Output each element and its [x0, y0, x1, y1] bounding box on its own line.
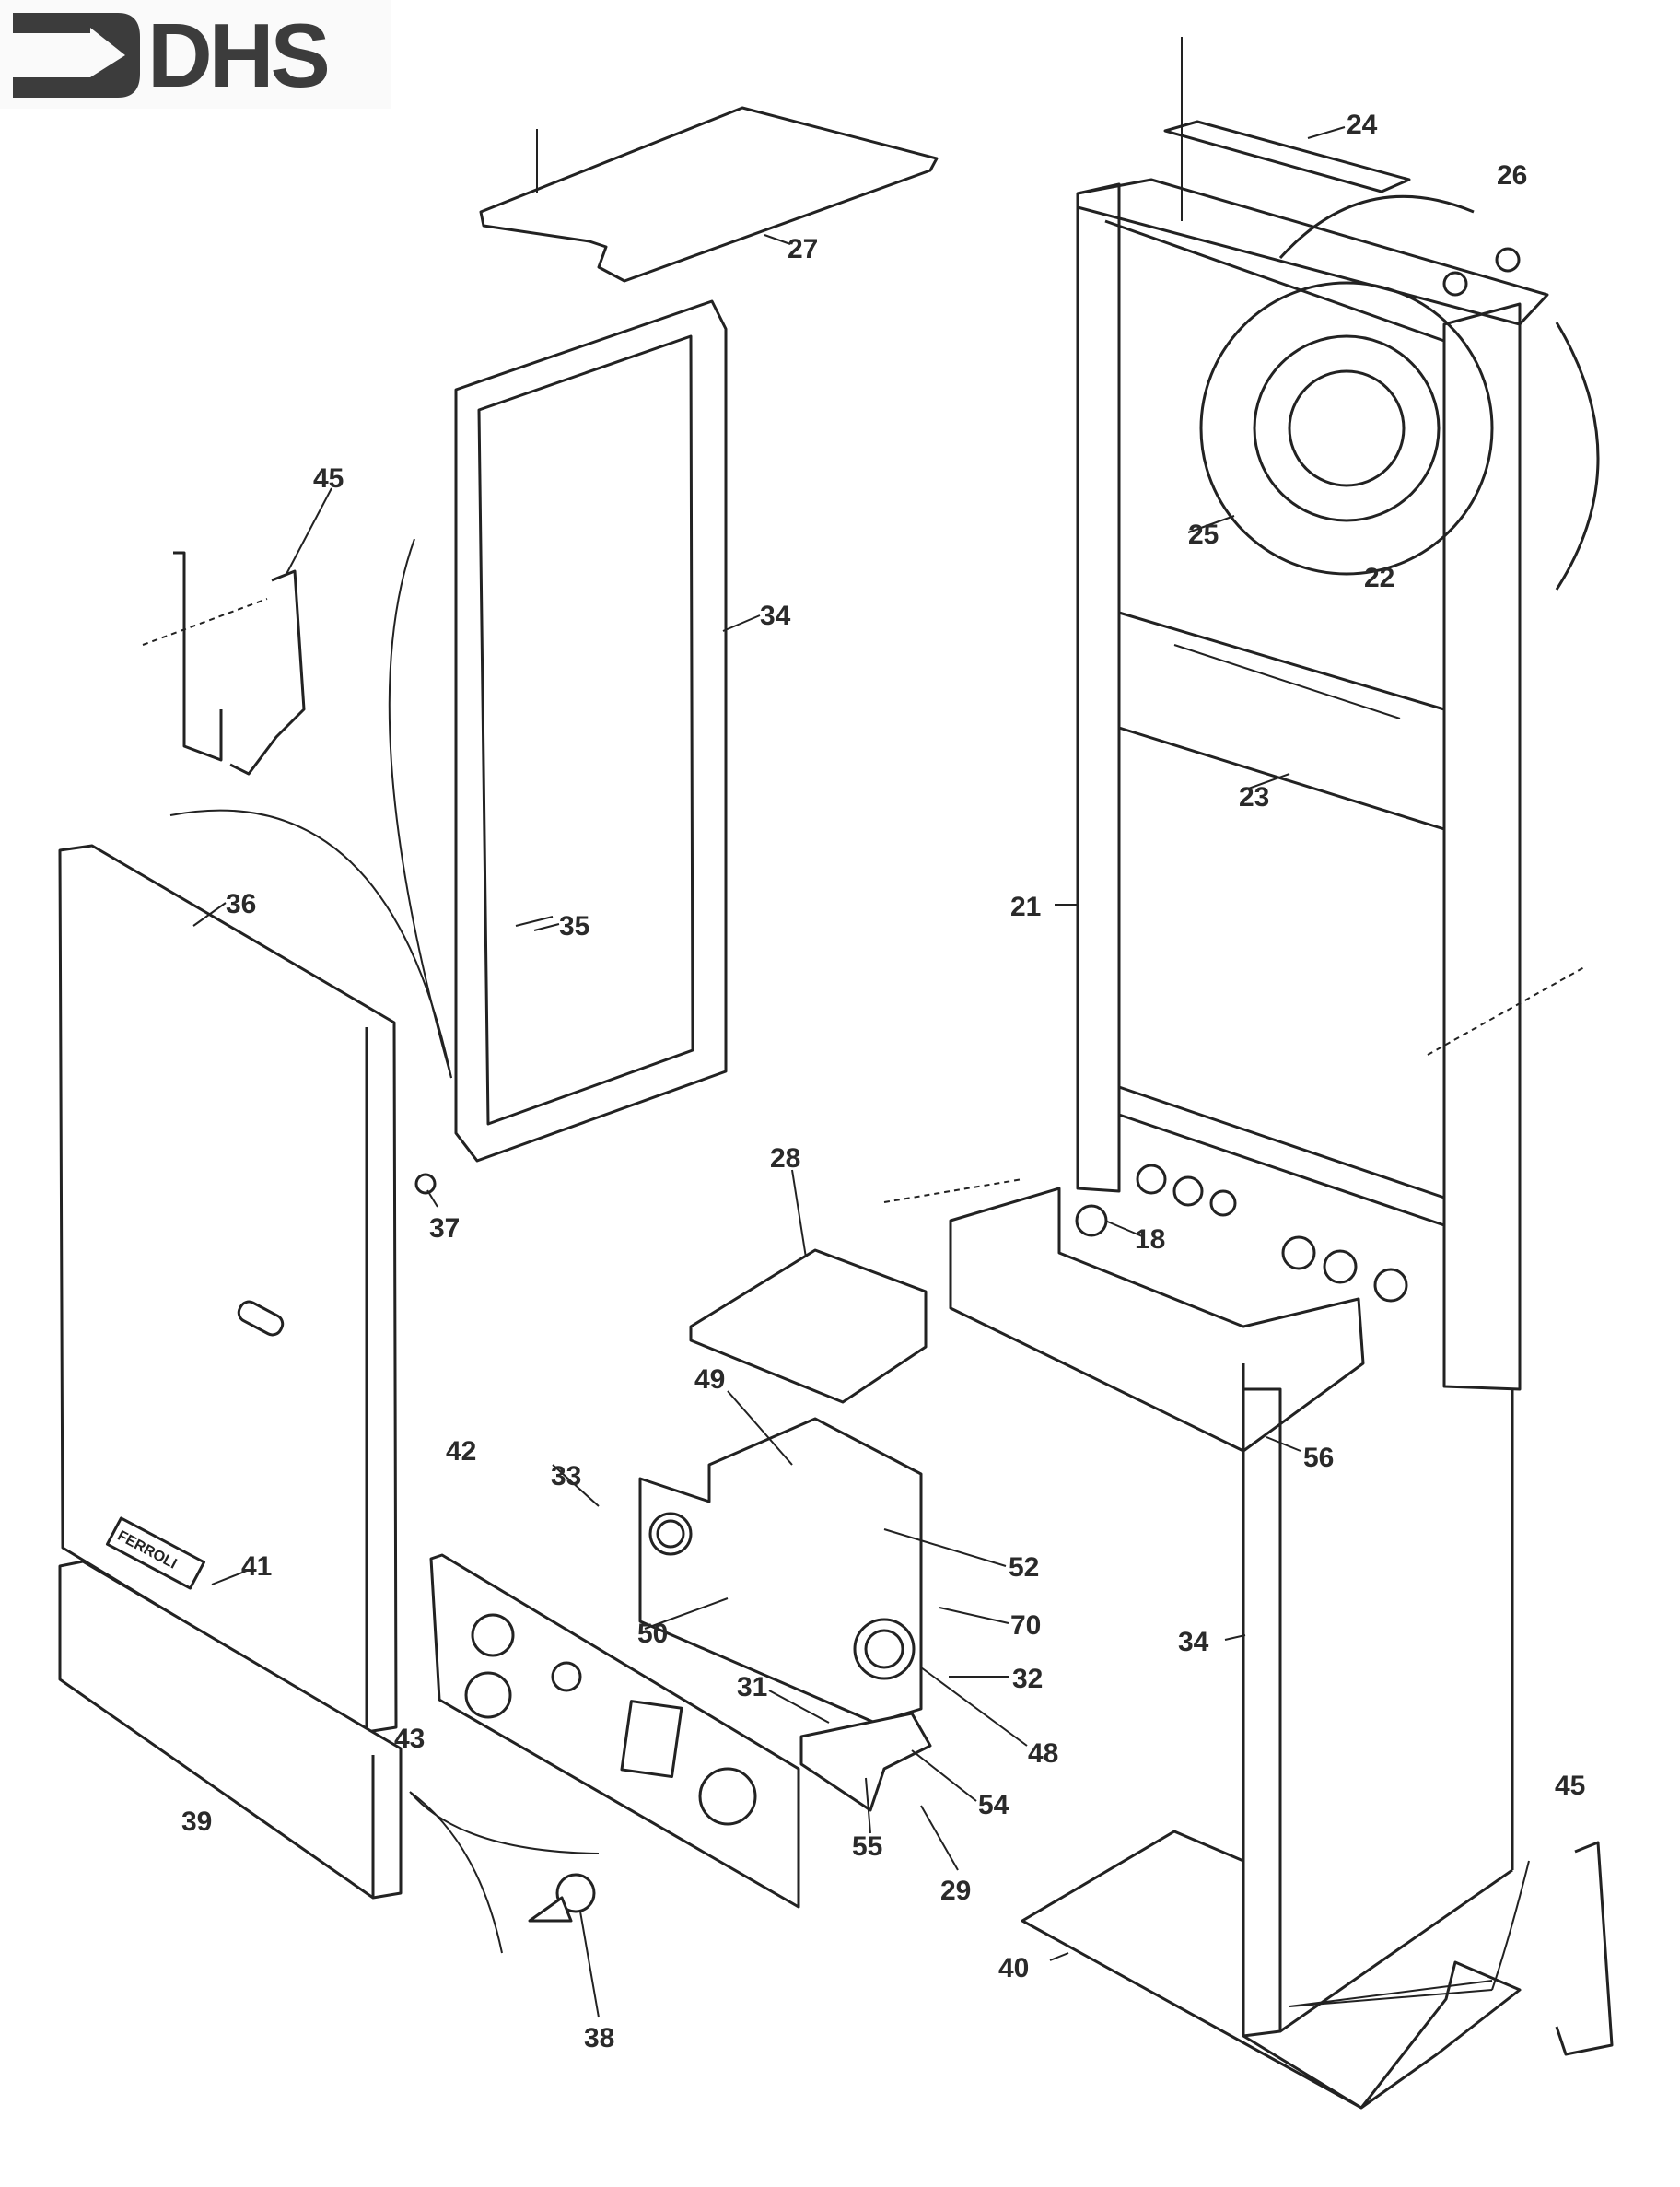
fan-plate	[1163, 120, 1411, 193]
callout-25: 25	[1188, 520, 1219, 550]
main-frame	[1076, 178, 1585, 1391]
callout-52: 52	[1009, 1552, 1039, 1583]
callout-50: 50	[637, 1619, 668, 1649]
callout-32: 32	[1012, 1664, 1043, 1694]
bottom-strip	[58, 1560, 402, 1900]
callout-23: 23	[1239, 782, 1269, 813]
callout-37: 37	[429, 1213, 460, 1244]
callout-18: 18	[1135, 1224, 1165, 1255]
callout-22: 22	[1364, 563, 1394, 593]
top-plate	[479, 106, 939, 283]
callout-34-lower: 34	[1178, 1627, 1209, 1657]
side-panel-lower	[1242, 1387, 1514, 2038]
screw-37	[414, 1173, 437, 1195]
lower-bracket	[883, 1178, 1365, 1453]
side-panel-upper	[454, 299, 728, 1163]
switch-block	[799, 1712, 932, 1812]
fan-assembly	[1199, 194, 1600, 591]
callout-24: 24	[1347, 110, 1378, 140]
pcb-housing	[638, 1417, 923, 1725]
hinge-bracket-upper	[142, 538, 452, 1079]
callout-33: 33	[551, 1461, 581, 1491]
base-plate	[1021, 1830, 1522, 2110]
callout-26: 26	[1497, 160, 1527, 191]
callout-35: 35	[559, 911, 589, 941]
callout-45-lower: 45	[1555, 1771, 1585, 1801]
callout-39: 39	[181, 1807, 212, 1837]
callout-45-upper: 45	[313, 463, 344, 494]
logo-text: DHS	[147, 5, 331, 106]
control-panel	[429, 1553, 800, 1909]
hinge-bracket-lower	[1289, 1841, 1614, 2056]
callout-29: 29	[940, 1876, 971, 1906]
callout-34-upper: 34	[760, 601, 791, 631]
callout-27: 27	[788, 234, 818, 264]
control-box-cover	[689, 1248, 928, 1404]
callout-labels: 24 26 27 45 34 25 22 23 21 36 35 37 28 1…	[181, 110, 1585, 2053]
callout-70: 70	[1010, 1610, 1041, 1641]
arrow-logo-icon	[13, 13, 140, 98]
callout-42: 42	[446, 1436, 476, 1467]
callout-38: 38	[584, 2023, 614, 2053]
callout-49: 49	[694, 1364, 725, 1395]
dhs-logo: DHS	[0, 0, 391, 109]
callout-31: 31	[737, 1672, 767, 1702]
callout-41: 41	[241, 1551, 272, 1582]
callout-43: 43	[394, 1724, 425, 1754]
front-panel: FERROLI	[58, 844, 398, 1734]
callout-40: 40	[998, 1953, 1029, 1983]
knob	[409, 1791, 600, 1954]
callout-36: 36	[226, 889, 256, 919]
callout-54: 54	[978, 1790, 1009, 1820]
callout-21: 21	[1010, 892, 1041, 922]
callout-55: 55	[852, 1831, 882, 1862]
callout-56: 56	[1303, 1443, 1334, 1473]
callout-48: 48	[1028, 1738, 1058, 1769]
leader-lines	[192, 126, 1346, 2018]
callout-28: 28	[770, 1143, 800, 1174]
